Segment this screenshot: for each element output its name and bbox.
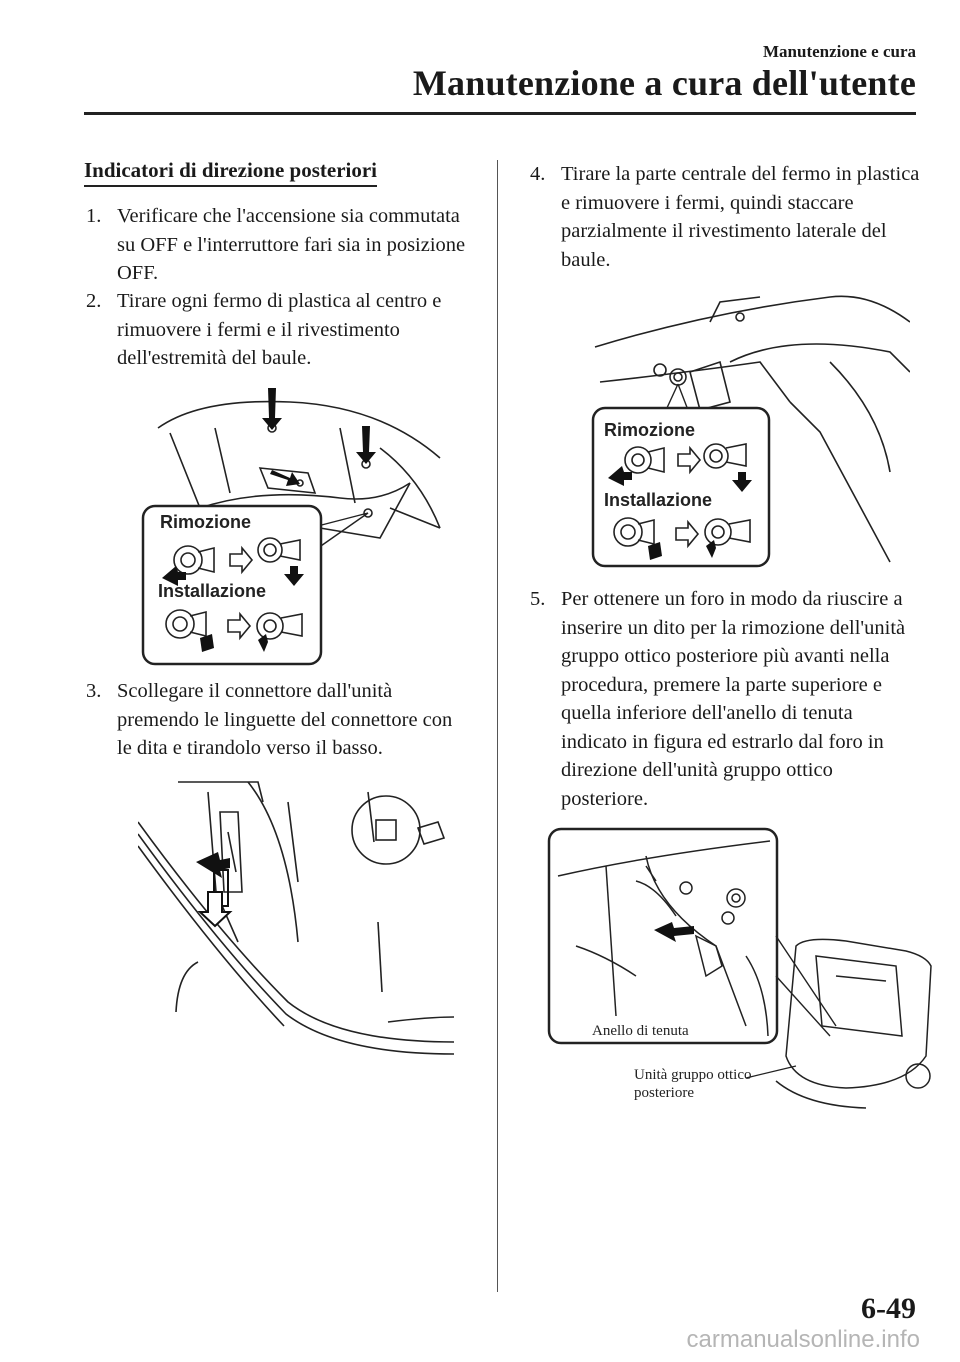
chapter-title: Manutenzione e cura [763,42,916,61]
step-1: 1. Verificare che l'accensione sia commu… [86,202,466,288]
figure-seal-ring: Anello di tenuta Unità gruppo ottico pos… [546,826,938,1111]
trunk-trim-illustration [141,388,441,666]
step-number: 5. [530,588,546,610]
step-number: 2. [86,290,102,312]
step-5: 5. Per ottenere un foro in modo da riusc… [530,585,920,813]
removal-label: Rimozione [160,512,252,532]
step-number: 1. [86,205,102,227]
seal-ring-caption: Anello di tenuta [592,1023,689,1039]
step-4: 4. Tirare la parte centrale del fermo in… [530,160,920,274]
step-number: 4. [530,163,546,185]
removal-label: Rimozione [604,420,696,440]
installation-label: Installazione [604,490,713,510]
header-rule [84,112,916,115]
side-trim-illustration [591,295,911,568]
section-title: Indicatori di direzione posteriori [84,158,378,187]
step-3: 3. Scollegare il connettore dall'unità p… [86,677,466,763]
figure-connector [137,772,455,1062]
step-text: Per ottenere un foro in modo da riuscire… [561,588,906,810]
page-number: 6-49 [861,1292,916,1325]
figure-trunk-trim: Rimozione Installazione [140,388,452,668]
figure-side-trim: Rimozione Installazione [590,292,911,570]
connector-illustration [137,781,455,1055]
step-text: Scollegare il connettore dall'unità prem… [117,680,453,759]
step-text: Tirare la parte centrale del fermo in pl… [561,163,920,271]
seal-ring-illustration [547,827,932,1109]
step-text: Tirare ogni fermo di plastica al centro … [117,290,442,369]
rear-unit-caption: Unità gruppo ottico posteriore [634,1067,752,1101]
watermark: carmanualsonline.info [686,1326,920,1353]
column-divider [497,160,498,1292]
step-2: 2. Tirare ogni fermo di plastica al cent… [86,287,466,373]
installation-label: Installazione [158,581,267,601]
step-text: Verificare che l'accensione sia commutat… [117,205,466,284]
step-number: 3. [86,680,102,702]
page-title: Manutenzione a cura dell'utente [412,63,916,103]
